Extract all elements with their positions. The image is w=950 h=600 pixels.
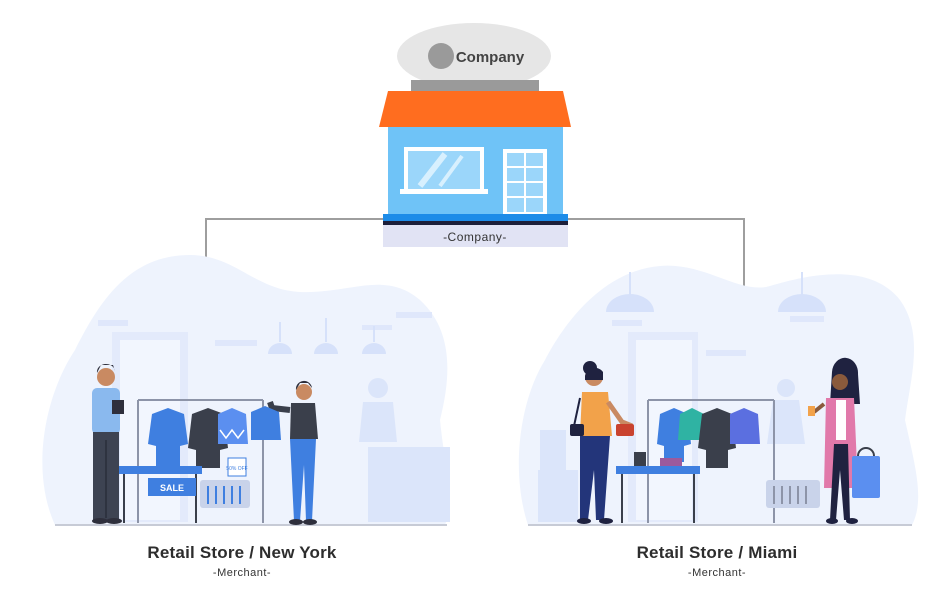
company-base-label: -Company-	[443, 230, 507, 244]
display-table: SALE 50% OFF	[118, 457, 250, 523]
off-tag: 50% OFF	[226, 466, 247, 472]
sale-sign	[148, 478, 196, 496]
store-role: -Merchant-	[687, 567, 747, 579]
store-title: Retail Store / Miami	[636, 543, 798, 562]
company-sign	[397, 23, 551, 89]
shopper-person-left	[570, 361, 634, 524]
company-logo-icon	[428, 43, 454, 69]
store-roof	[379, 91, 571, 127]
company-store: Company -Company-	[379, 23, 571, 247]
shopping-bag-icon	[852, 456, 880, 498]
sale-tag: SALE	[160, 483, 184, 493]
shopper-person	[251, 380, 318, 525]
store-title: Retail Store / New York	[147, 543, 337, 562]
company-sign-label: Company	[456, 49, 525, 66]
company-base	[383, 225, 568, 247]
handbag-icon	[616, 424, 634, 436]
store-role: -Merchant-	[212, 567, 272, 579]
sign-post	[411, 80, 539, 91]
display-table	[616, 452, 820, 523]
clothing-rack	[647, 399, 775, 523]
store-caption-new-york: Retail Store / New York -Merchant-	[92, 543, 392, 579]
shopper-person-right	[808, 357, 880, 524]
clerk-person	[92, 363, 124, 524]
store-caption-miami: Retail Store / Miami -Merchant-	[567, 543, 867, 579]
store-scene-new-york: SALE 50% OFF	[42, 255, 450, 526]
store-door	[503, 149, 547, 214]
store-scene-miami	[518, 265, 919, 526]
